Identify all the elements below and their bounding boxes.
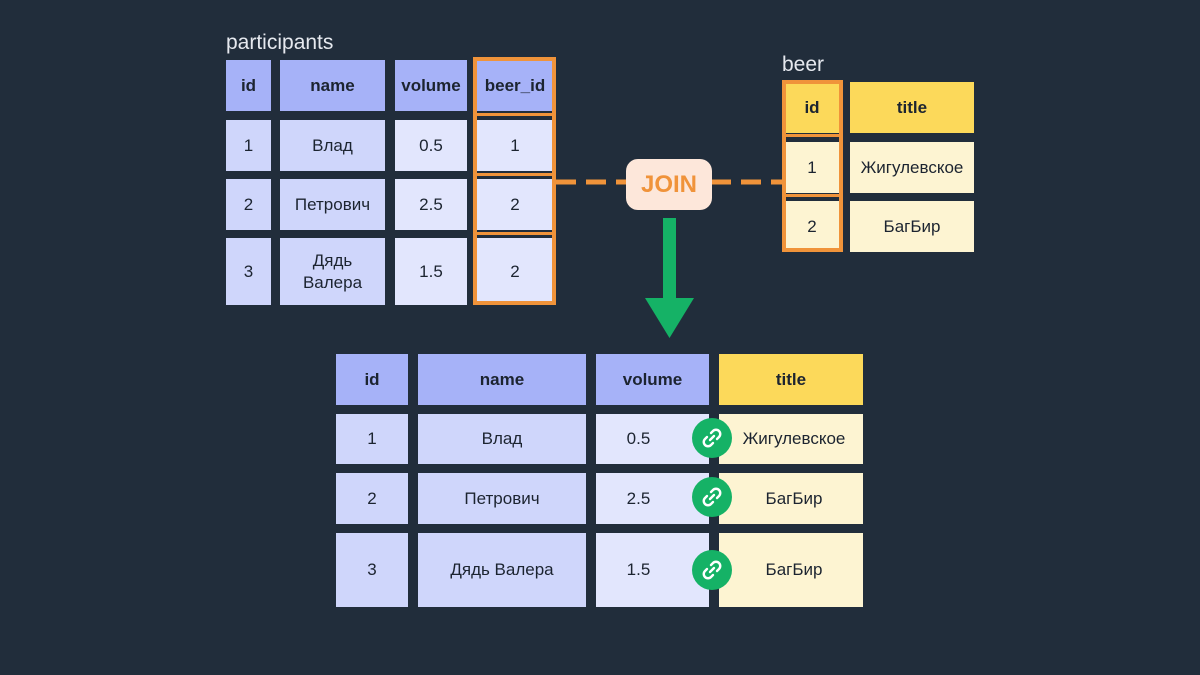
- participants-cell-volume: 0.5: [395, 120, 467, 171]
- result-cell-id: 1: [336, 414, 408, 464]
- participants-cell-name: Петрович: [280, 179, 385, 230]
- chain-link-icon: [692, 550, 732, 590]
- participants-cell-beer-id: 2: [477, 238, 553, 305]
- join-badge: JOIN: [626, 159, 712, 210]
- highlight-divider: [782, 134, 843, 137]
- result-header-volume: volume: [596, 354, 709, 405]
- participants-cell-volume: 2.5: [395, 179, 467, 230]
- participants-cell-beer-id: 1: [477, 120, 553, 171]
- highlight-divider: [473, 113, 556, 116]
- beer-cell-title: БагБир: [850, 201, 974, 252]
- result-header-name: name: [418, 354, 586, 405]
- result-cell-name: Влад: [418, 414, 586, 464]
- beer-header-id: id: [785, 82, 839, 133]
- highlight-divider: [473, 232, 556, 235]
- highlight-divider: [782, 194, 843, 197]
- arrow-down-icon: [645, 218, 694, 338]
- beer-cell-id: 1: [785, 142, 839, 193]
- result-cell-title: БагБир: [719, 533, 863, 607]
- result-cell-name: Дядь Валера: [418, 533, 586, 607]
- result-cell-id: 3: [336, 533, 408, 607]
- result-header-title: title: [719, 354, 863, 405]
- join-dashed-line: [556, 179, 784, 185]
- participants-cell-beer-id: 2: [477, 179, 553, 230]
- participants-header-volume: volume: [395, 60, 467, 111]
- participants-cell-id: 3: [226, 238, 271, 305]
- beer-cell-title: Жигулевское: [850, 142, 974, 193]
- result-cell-volume: 2.5: [596, 473, 709, 524]
- result-cell-name: Петрович: [418, 473, 586, 524]
- highlight-divider: [473, 173, 556, 176]
- chain-link-icon: [692, 477, 732, 517]
- result-cell-id: 2: [336, 473, 408, 524]
- participants-cell-volume: 1.5: [395, 238, 467, 305]
- result-cell-title: БагБир: [719, 473, 863, 524]
- participants-header-beer-id: beer_id: [477, 60, 553, 111]
- result-cell-title: Жигулевское: [719, 414, 863, 464]
- participants-cell-name: Дядь Валера: [280, 238, 385, 305]
- participants-header-id: id: [226, 60, 271, 111]
- participants-cell-id: 2: [226, 179, 271, 230]
- participants-cell-name: Влад: [280, 120, 385, 171]
- chain-link-icon: [692, 418, 732, 458]
- beer-id-column-highlight: [782, 80, 843, 252]
- participants-header-name: name: [280, 60, 385, 111]
- beer-table-label: beer: [782, 53, 825, 76]
- result-header-id: id: [336, 354, 408, 405]
- beer-header-title: title: [850, 82, 974, 133]
- beer-cell-id: 2: [785, 201, 839, 252]
- result-cell-volume: 0.5: [596, 414, 709, 464]
- beer-id-column-highlight: [473, 57, 556, 305]
- participants-cell-id: 1: [226, 120, 271, 171]
- result-cell-volume: 1.5: [596, 533, 709, 607]
- participants-table-label: participants: [226, 31, 334, 54]
